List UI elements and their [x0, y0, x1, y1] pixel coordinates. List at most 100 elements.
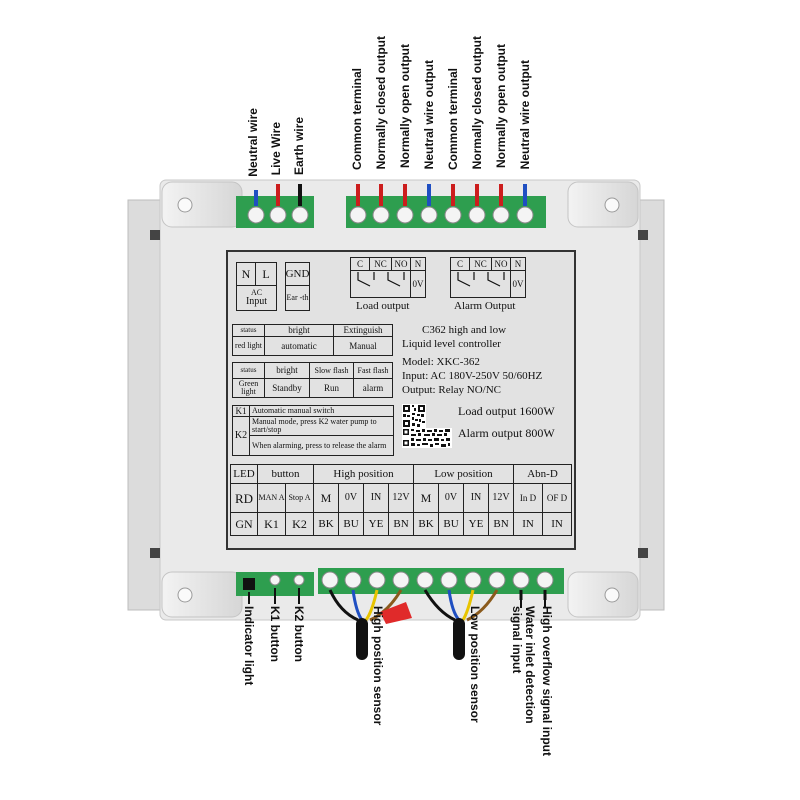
- load-c: C: [350, 257, 370, 271]
- top-wires: [254, 184, 527, 206]
- k2-key: K2: [232, 416, 250, 456]
- input-spec-line: Input: AC 180V-250V 50/60HZ: [402, 370, 543, 382]
- label-neutral-output-alarm: Neutral wire output: [518, 60, 532, 170]
- load-no: NO: [391, 257, 411, 271]
- label-k2-button: K2 button: [292, 606, 306, 662]
- mount-hole: [177, 587, 193, 603]
- alarm-c: C: [450, 257, 470, 271]
- label-normally-closed-load: Normally closed output: [374, 36, 388, 170]
- input-ac: AC: [250, 288, 263, 297]
- tt-r3-c8: BK: [413, 512, 439, 536]
- top-screws: [247, 206, 534, 224]
- input-gnd: GND: [285, 262, 310, 286]
- tt-r3-c10: YE: [463, 512, 489, 536]
- low-sensor-cable: [453, 618, 465, 660]
- ear-top-right: [567, 181, 639, 228]
- tt-r2-c4: M: [313, 483, 339, 513]
- input-l: L: [255, 262, 277, 286]
- tt-r3-c9: BU: [438, 512, 464, 536]
- tt-header-high: High position: [313, 464, 414, 484]
- alarm-n: N: [510, 257, 526, 271]
- ear-top-left: [161, 181, 243, 228]
- label-neutral-output-load: Neutral wire output: [422, 60, 436, 170]
- label-normally-open-load: Normally open output: [398, 44, 412, 168]
- tt-r3-c7: BN: [388, 512, 414, 536]
- tt-r2-c9: 0V: [438, 483, 464, 513]
- bottom-left-parts: [243, 574, 305, 590]
- input-ac-box: AC Input: [236, 285, 277, 311]
- tt-header-abn: Abn-D: [513, 464, 572, 484]
- status-r3-c2: bright: [264, 362, 310, 379]
- high-sensor-cable: [356, 618, 368, 660]
- label-live-wire: Live Wire: [269, 122, 283, 176]
- tt-r3-c2: K1: [257, 512, 286, 536]
- k2-text-1: Manual mode, press K2 water pump to star…: [249, 416, 394, 436]
- tt-r2-c13: OF D: [542, 483, 572, 513]
- status-r2-c3: Manual: [333, 336, 393, 356]
- tt-header-low: Low position: [413, 464, 514, 484]
- tt-r3-c13: IN: [542, 512, 572, 536]
- label-panel: N L GND AC Input Ear -th C NC NO N 0V Lo…: [226, 250, 576, 550]
- tt-header-button: button: [257, 464, 314, 484]
- status-r4-c4: alarm: [353, 378, 393, 398]
- label-normally-open-alarm: Normally open output: [494, 44, 508, 168]
- title-line-2: Liquid level controller: [402, 338, 501, 350]
- tt-r2-c10: IN: [463, 483, 489, 513]
- input-n: N: [236, 262, 256, 286]
- bottom-leader-lines: [248, 588, 546, 608]
- label-neutral-wire: Neutral wire: [246, 108, 260, 177]
- status-r3-c3: Slow flash: [309, 362, 354, 379]
- alarm-0v: 0V: [510, 270, 526, 298]
- tt-r2-c8: M: [413, 483, 439, 513]
- k2-text-2: When alarming, press to release the alar…: [249, 435, 394, 456]
- alarm-switch-symbol: [450, 270, 511, 298]
- tt-r3-c5: BU: [338, 512, 364, 536]
- status-r2-c1: red light: [232, 336, 265, 356]
- status-r4-c1: Green light: [232, 378, 265, 398]
- load-power: Load output 1600W: [458, 404, 555, 418]
- tt-r2-c5: 0V: [338, 483, 364, 513]
- label-high-overflow: High overflow signal input: [540, 606, 554, 756]
- input-label: Input: [245, 296, 268, 307]
- status-r4-c3: Run: [309, 378, 354, 398]
- status-r4-c2: Standby: [264, 378, 310, 398]
- status-r3-c4: Fast flash: [353, 362, 393, 379]
- ear-bottom-right: [567, 571, 639, 618]
- tt-header-led: LED: [230, 464, 258, 484]
- tt-r3-c12: IN: [513, 512, 543, 536]
- alarm-nc: NC: [469, 257, 492, 271]
- tt-r2-c6: IN: [363, 483, 389, 513]
- red-tab: [380, 602, 412, 624]
- label-indicator-light: Indicator light: [242, 606, 256, 686]
- load-caption: Load output: [356, 300, 410, 312]
- mount-hole: [177, 197, 193, 213]
- tt-r2-c11: 12V: [488, 483, 514, 513]
- alarm-caption: Alarm Output: [454, 300, 516, 312]
- load-switch-symbol: [350, 270, 411, 298]
- label-water-inlet-detection: Water inlet detection signal input: [510, 606, 537, 724]
- tt-r3-c11: BN: [488, 512, 514, 536]
- tt-r2-c3: Stop A: [285, 483, 314, 513]
- load-n: N: [410, 257, 426, 271]
- label-high-position-sensor: High position sensor: [371, 606, 385, 726]
- tt-r2-c7: 12V: [388, 483, 414, 513]
- tt-r3-c4: BK: [313, 512, 339, 536]
- tt-r3-c3: K2: [285, 512, 314, 536]
- status-r3-c1: status: [232, 362, 265, 379]
- label-common-terminal-load: Common terminal: [350, 68, 364, 171]
- relay-switch-icon: [456, 272, 505, 287]
- label-k1-button: K1 button: [268, 606, 282, 662]
- label-common-terminal-alarm: Common terminal: [446, 68, 460, 171]
- ear-bottom-left: [161, 571, 243, 618]
- rail-clip: [638, 548, 648, 558]
- qr-code-alarm: [402, 428, 452, 448]
- qr-code-load: [402, 404, 426, 428]
- qr-code-icon: [402, 428, 452, 448]
- mount-hole: [604, 587, 620, 603]
- tt-r3-c6: YE: [363, 512, 389, 536]
- status-r2-c2: automatic: [264, 336, 334, 356]
- relay-switch-icon: [356, 272, 405, 287]
- rail-clip: [150, 230, 160, 240]
- alarm-power: Alarm output 800W: [458, 426, 555, 440]
